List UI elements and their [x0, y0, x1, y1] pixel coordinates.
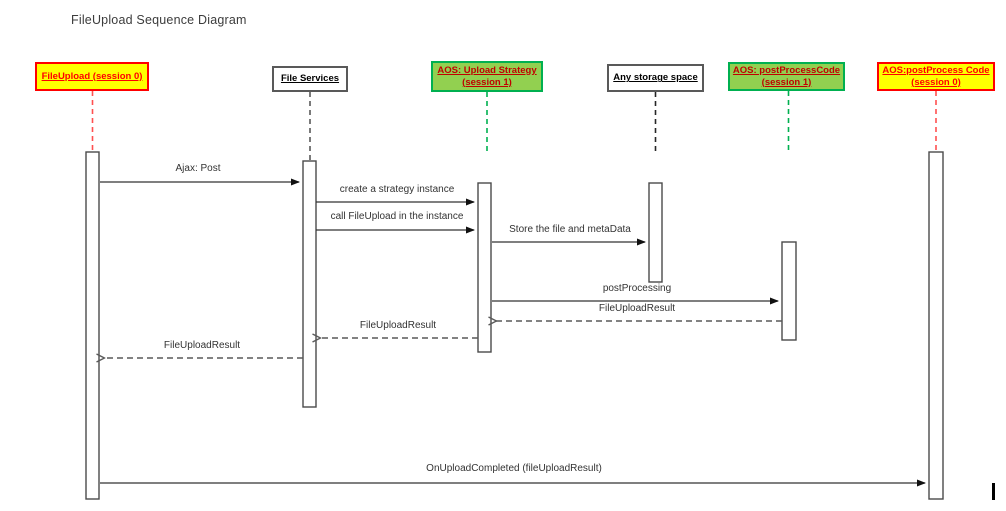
message-label-store-file-metadata: Store the file and metaData: [507, 224, 633, 235]
actor-label: AOS:postProcess Code: [882, 65, 990, 76]
message-label-fileuploadresult-2: FileUploadResult: [357, 320, 439, 331]
activation-bar-aos-upload-strategy: [477, 182, 492, 353]
actor-file-services: File Services: [272, 66, 348, 92]
actor-fileupload-session-0: FileUpload (session 0): [35, 62, 149, 91]
actor-label-line2: (session 1): [761, 76, 812, 88]
activation-bar-file-services: [302, 160, 317, 408]
actor-aos-upload-strategy: AOS: Upload Strategy (session 1): [431, 61, 543, 92]
message-label-create-strategy-instance: create a strategy instance: [337, 184, 457, 195]
actor-any-storage-space: Any storage space: [607, 64, 704, 92]
message-label-fileuploadresult-1: FileUploadResult: [596, 303, 678, 314]
text-cursor: [992, 483, 995, 500]
actor-label: Any storage space: [613, 72, 698, 84]
message-label-fileuploadresult-3: FileUploadResult: [161, 340, 243, 351]
actor-label: File Services: [280, 73, 340, 85]
message-label-onuploadcompleted: OnUploadCompleted (fileUploadResult): [424, 463, 604, 474]
message-label-postprocessing: postProcessing: [600, 283, 674, 294]
diagram-title: FileUpload Sequence Diagram: [71, 13, 247, 27]
message-label-call-fileupload-instance: call FileUpload in the instance: [328, 211, 466, 222]
actor-label: AOS: postProcessCode: [732, 65, 841, 76]
activation-bar-fileupload-session-0: [85, 151, 100, 500]
actor-label: AOS: Upload Strategy: [437, 65, 537, 76]
actor-label-line2: (session 1): [462, 76, 512, 88]
actor-aos-postprocesscode-s1: AOS: postProcessCode (session 1): [728, 62, 845, 91]
activation-bar-aos-postprocess-code-s0: [928, 151, 944, 500]
activation-bar-any-storage-space: [648, 182, 663, 283]
message-label-ajax-post: Ajax: Post: [173, 163, 223, 174]
actor-label: FileUpload (session 0): [41, 70, 143, 82]
actor-aos-postprocess-code-s0: AOS:postProcess Code (session 0): [877, 62, 995, 91]
actor-label-line2: (session 0): [911, 76, 961, 88]
activation-bar-aos-postprocesscode-s1: [781, 241, 797, 341]
